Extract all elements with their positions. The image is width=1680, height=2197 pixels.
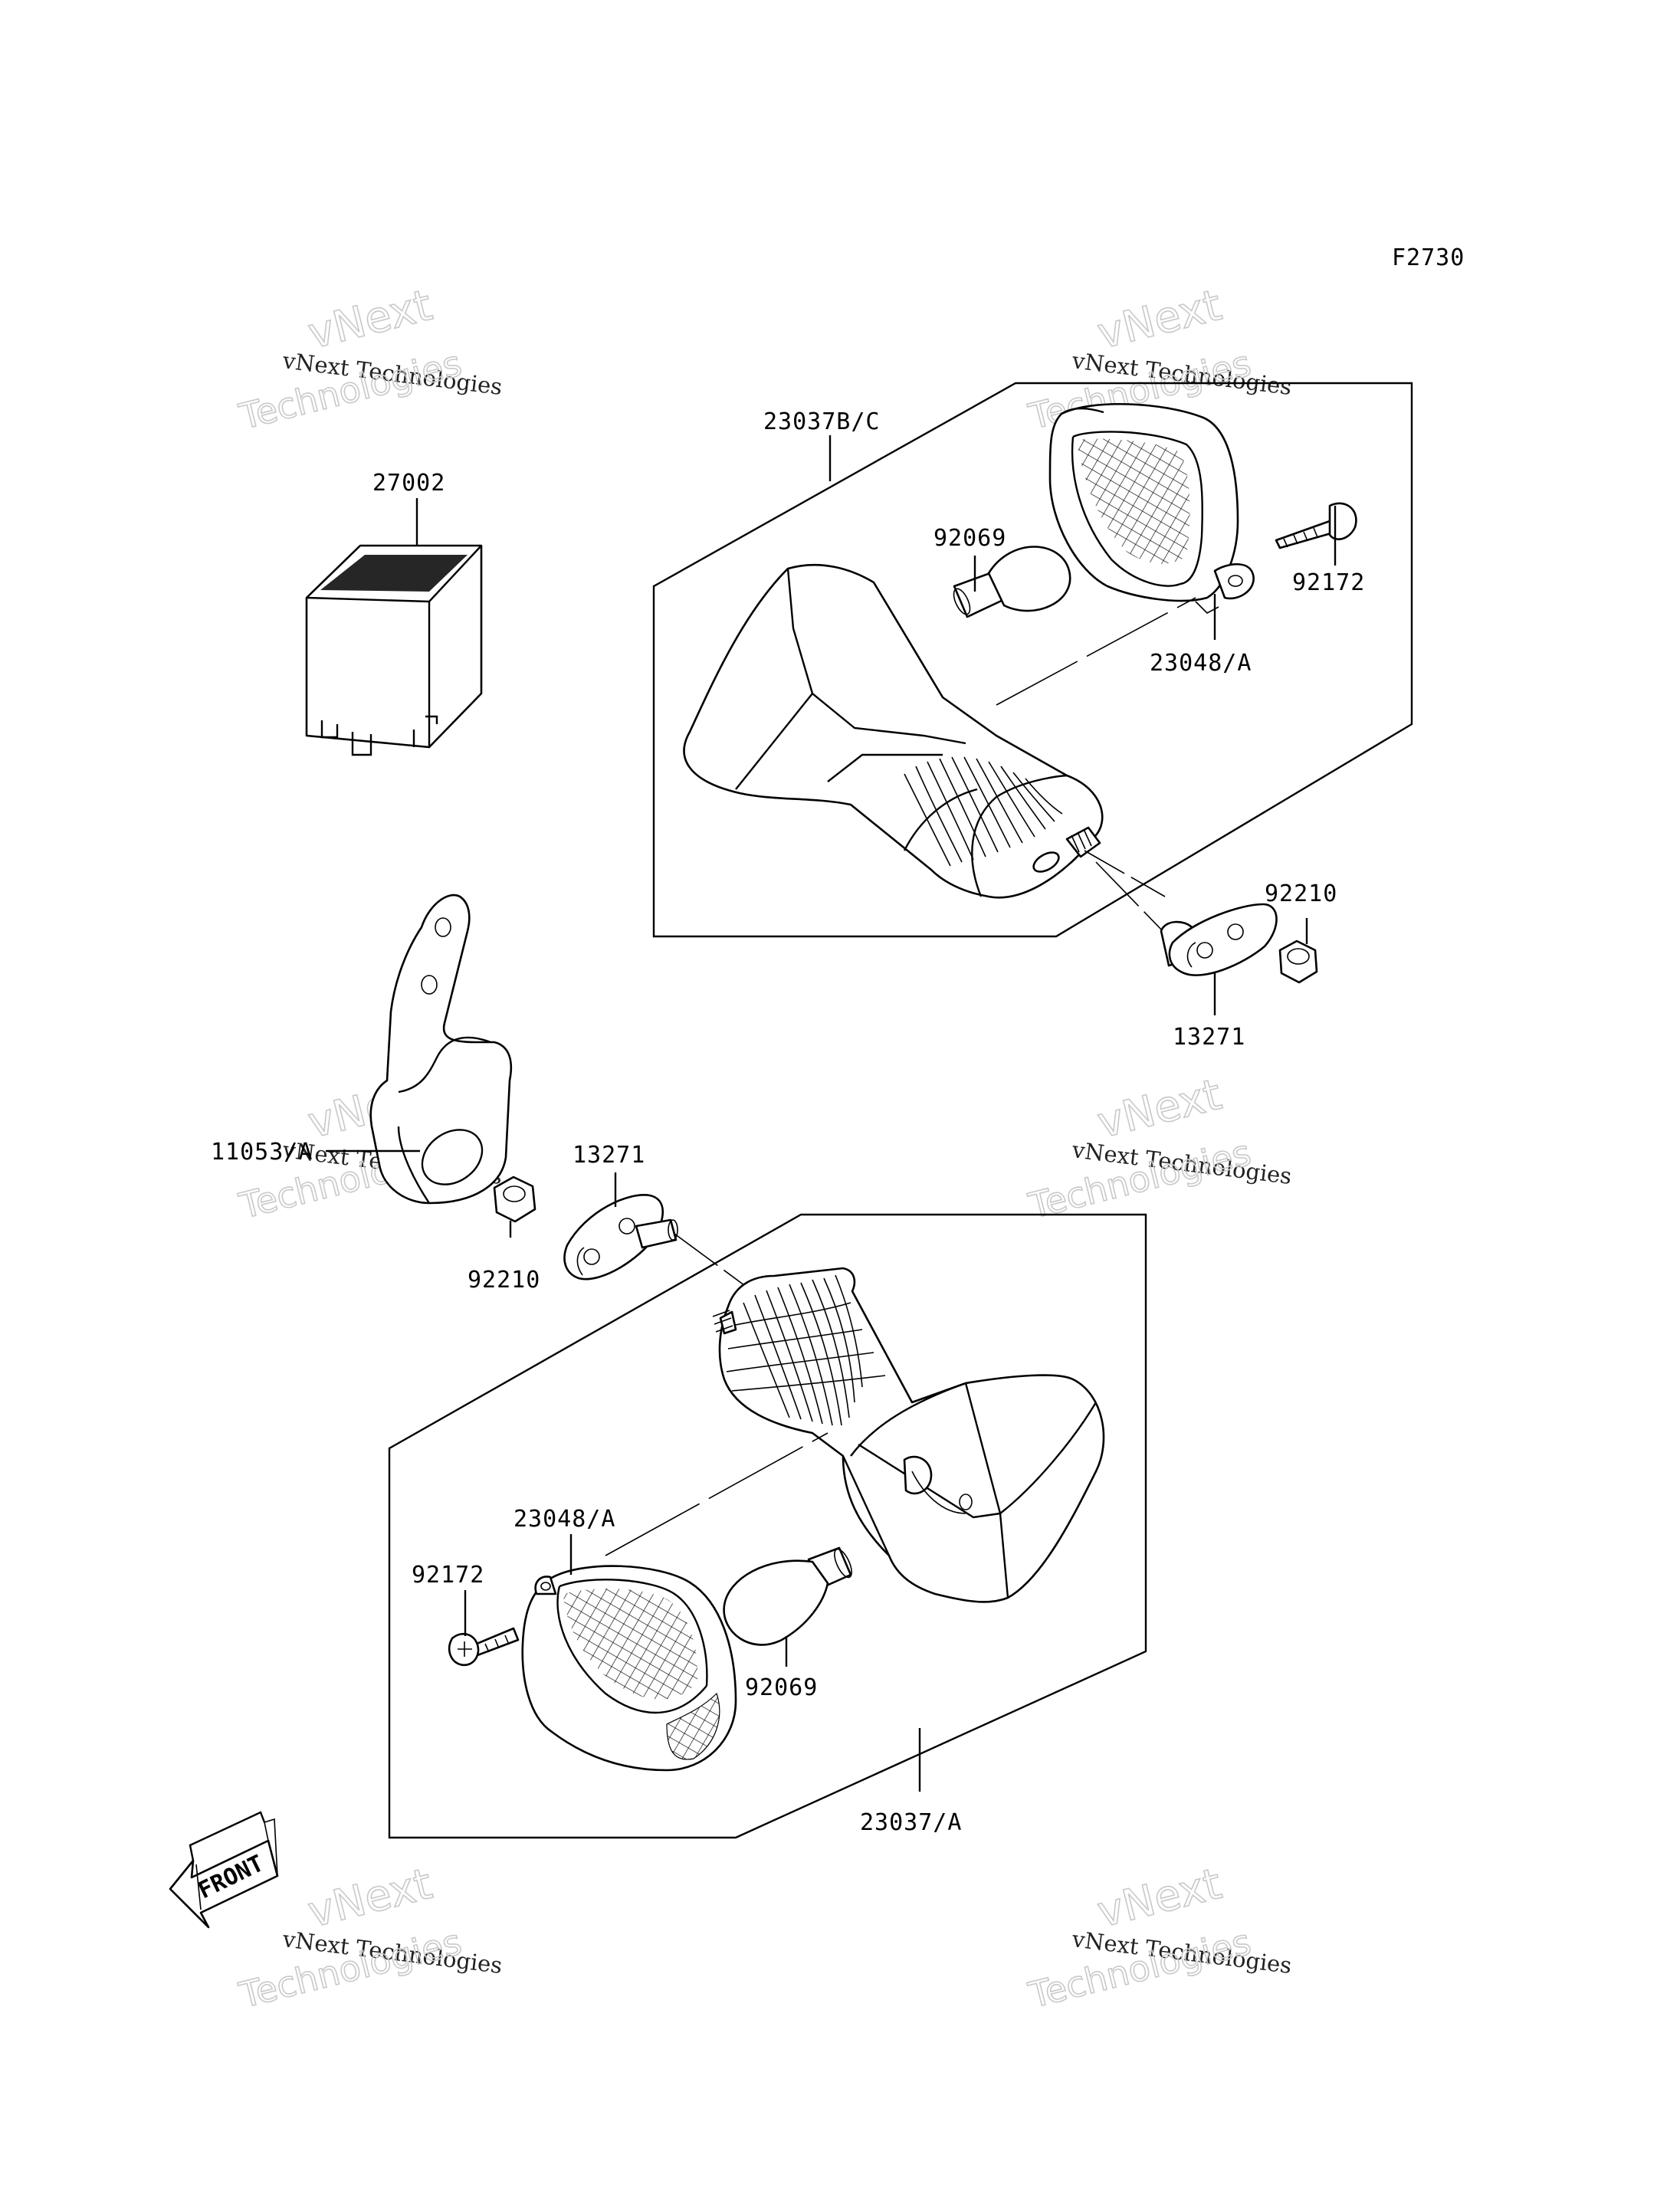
grommet-13271-mid [563,1194,678,1280]
leader-dash-top-stud [1084,850,1166,897]
callout-23037a: 23037/A [860,1809,962,1836]
svg-text:vNext: vNext [304,280,437,359]
nut-92210-mid [493,1176,536,1223]
front-arrow: FRONT [169,1811,279,1929]
svg-text:vNext: vNext [304,1859,437,1938]
callout-92172-bottom: 92172 [412,1562,484,1589]
callout-92069-top: 92069 [934,525,1006,552]
watermark-bottom-left: vNext vNext Technologies Technologies [235,1858,504,2017]
callout-11053: 11053/A [211,1139,313,1166]
callout-13271-mid: 13271 [573,1142,645,1169]
relay-27002 [305,544,483,756]
nut-92210-right [1278,939,1318,984]
callout-23048-bottom: 23048/A [514,1506,615,1533]
bulb-92069-top [953,546,1071,618]
lens-23048-bottom [521,1565,737,1772]
figure-code: F2730 [1392,244,1465,271]
bulb-92069-bottom [723,1546,852,1646]
callout-27002: 27002 [372,470,445,497]
watermark-bottom-right: vNext vNext Technologies Technologies [1024,1858,1293,2017]
watermark-top-left: vNext vNext Technologies Technologies [235,280,504,438]
leader-dash-mid-grommet [674,1233,748,1288]
watermark-mid-right: vNext vNext Technologies Technologies [1024,1069,1293,1228]
svg-text:vNext: vNext [1093,1859,1226,1938]
turn-signal-body-top [683,563,1104,899]
assembly-box-23037a [388,1213,1147,1839]
svg-text:vNext: vNext [1093,1070,1226,1149]
callout-13271-right: 13271 [1173,1024,1245,1051]
svg-text:vNext: vNext [1093,280,1226,359]
lens-23048-top [1048,402,1255,614]
turn-signal-body-bottom [712,1267,1105,1603]
callout-92172-top: 92172 [1292,569,1365,596]
leader-dash-lens-bottom [605,1432,829,1556]
callout-92210-right: 92210 [1265,880,1337,907]
grommet-13271-right [1160,903,1278,976]
callout-23048-top: 23048/A [1150,650,1252,677]
leader-dash-top-grommet [1095,861,1166,934]
assembly-box-23037bc [652,382,1413,938]
callout-92069-bottom: 92069 [745,1674,818,1701]
screw-92172-bottom [448,1627,520,1667]
bracket-11053 [369,894,513,1205]
callout-23037bc: 23037B/C [763,408,881,435]
leader-dash-lens-top [996,597,1196,706]
callout-92210-mid: 92210 [468,1267,540,1294]
screw-92172-top [1275,502,1357,549]
